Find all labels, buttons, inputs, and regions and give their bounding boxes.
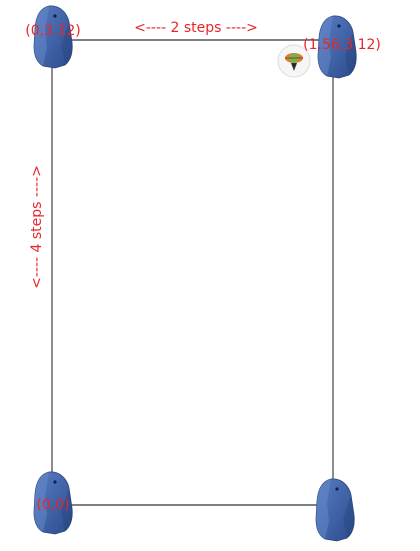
corner-label-bottom-left: (0,0) xyxy=(36,497,69,513)
top-dimension-label: <---- 2 steps ----> xyxy=(134,20,258,36)
corner-label-top-left: (0,3.12) xyxy=(25,23,80,39)
beacon-icon xyxy=(315,478,355,542)
corner-label-top-right: (1.56,3.12) xyxy=(303,37,381,53)
position-marker-icon[interactable] xyxy=(277,44,311,78)
left-dimension-label: <---- 4 steps ----> xyxy=(29,165,45,289)
